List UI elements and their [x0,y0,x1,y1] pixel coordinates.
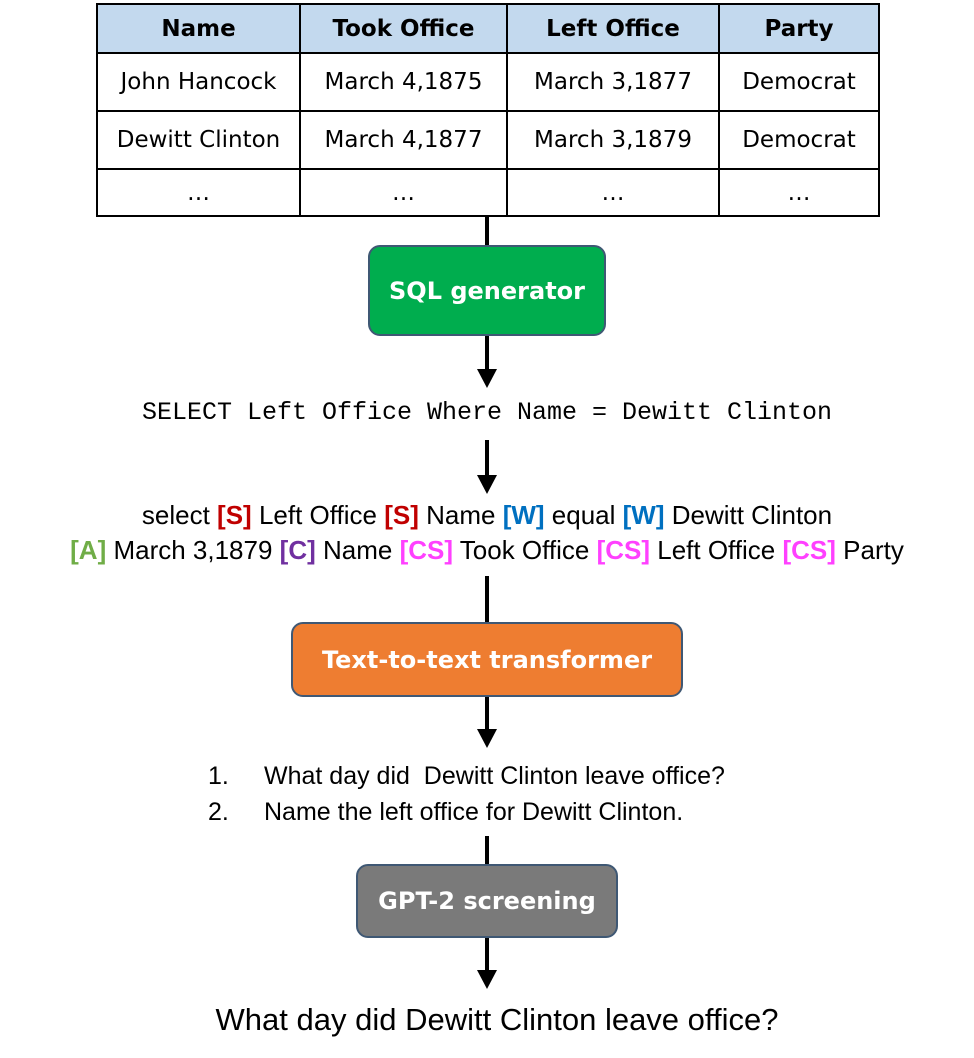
arrowhead-to-encoding [477,475,497,494]
gpt2-screening-box: GPT-2 screening [356,864,618,938]
special-token: [W] [622,500,665,530]
column-header-name: Name [96,3,301,54]
input-table: Name Took Office Left Office Party John … [96,3,880,217]
text-to-text-transformer-box: Text-to-text transformer [291,622,683,697]
table-row: … … … … [96,168,880,217]
encoded-input-line-2: [A] March 3,1879 [C] Name [CS] Took Offi… [0,535,974,566]
table-cell: … [96,168,301,217]
token-text: Name [418,500,503,530]
token-text: Name [315,535,400,565]
table-row: John Hancock March 4,1875 March 3,1877 D… [96,52,880,112]
token-text: equal [544,500,623,530]
token-text: Left Office [251,500,385,530]
table-cell: Democrat [718,110,880,170]
special-token: [CS] [596,535,651,565]
table-cell: March 4,1875 [299,52,508,112]
list-item: 2. Name the left office for Dewitt Clint… [208,794,725,830]
sql-generator-box: SQL generator [368,245,606,336]
table-cell: March 3,1877 [506,52,720,112]
final-question-text: What day did Dewitt Clinton leave office… [215,1002,779,1037]
column-header-left-office: Left Office [506,3,720,54]
generated-questions-list: 1. What day did Dewitt Clinton leave off… [208,758,725,830]
special-token: [A] [70,535,107,565]
text-to-text-transformer-label: Text-to-text transformer [321,645,653,674]
table-cell: Dewitt Clinton [96,110,301,170]
table-cell: … [506,168,720,217]
token-text: Took Office [453,535,597,565]
special-token: [W] [502,500,545,530]
token-text: select [141,500,218,530]
arrowhead-to-query [477,369,497,388]
gpt2-screening-label: GPT-2 screening [378,887,596,915]
table-cell: March 4,1877 [299,110,508,170]
list-item: 1. What day did Dewitt Clinton leave off… [208,758,725,794]
arrowhead-to-questions [477,729,497,748]
table-cell: … [299,168,508,217]
token-text: March 3,1879 [106,535,280,565]
special-token: [CS] [399,535,454,565]
table-row: Dewitt Clinton March 4,1877 March 3,1879… [96,110,880,170]
column-header-party: Party [718,3,880,54]
sql-generator-label: SQL generator [389,276,585,305]
arrowhead-to-final [477,970,497,989]
list-item-text: What day did Dewitt Clinton leave office… [264,761,725,790]
special-token: [C] [279,535,316,565]
list-item-text: Name the left office for Dewitt Clinton. [264,797,684,826]
token-text: Left Office [650,535,783,565]
token-text: Dewitt Clinton [664,500,833,530]
special-token: [CS] [782,535,836,565]
list-item-number: 2. [208,797,229,826]
special-token: [S] [217,500,252,530]
table-cell: John Hancock [96,52,301,112]
list-item-number: 1. [208,761,229,790]
table-cell: March 3,1879 [506,110,720,170]
table-cell: Democrat [718,52,880,112]
table-header-row: Name Took Office Left Office Party [96,3,880,54]
table-cell: … [718,168,880,217]
encoded-input-line-1: select [S] Left Office [S] Name [W] equa… [0,500,974,531]
token-text: Party [835,535,904,565]
special-token: [S] [384,500,419,530]
column-header-took-office: Took Office [299,3,508,54]
sql-query-text: SELECT Left Office Where Name = Dewitt C… [141,398,833,427]
